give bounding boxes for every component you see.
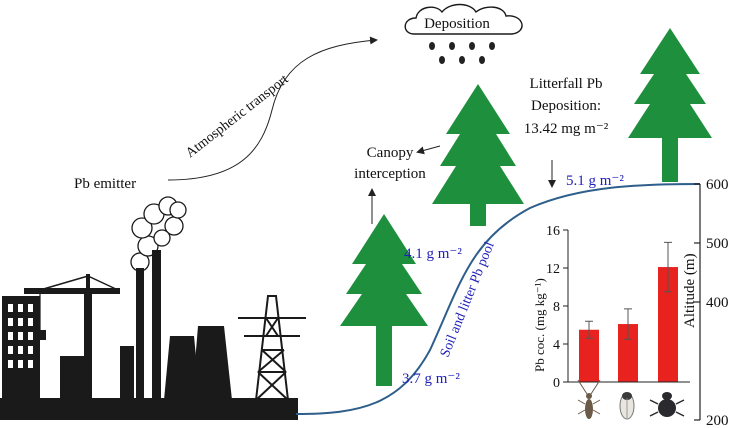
industrial-silhouette [0,196,306,420]
altitude-axis-label: Altitude (m) [682,253,698,328]
deposition-label: Deposition [424,16,490,32]
litterfall-line1: Litterfall Pb [530,76,603,92]
transmission-tower-icon [238,295,306,401]
deposition-cloud: Deposition [404,3,523,35]
dung-beetle-icon [649,392,685,417]
tree-icon [628,28,712,182]
canopy-label-line2: interception [354,166,426,182]
rain-drops [429,42,495,64]
canopy-label-line1: Canopy [367,145,414,161]
bar-chart-ylabel: Pb coc. (mg kg⁻¹) [532,278,547,372]
bar-chart-ytick-label: 16 [546,224,560,239]
bar-3 [658,267,678,382]
cicada-icon [619,392,635,420]
tree-icon [340,214,428,386]
longhorn-beetle-icon [577,379,601,419]
bar-chart-bars [579,241,678,382]
tree-icon [432,84,524,226]
bar-chart-yaxis: 0 4 8 12 16 [546,224,569,391]
atmospheric-transport-label: Atmospheric transport [183,72,291,161]
bar-chart-ytick-label: 4 [553,338,560,353]
pb-emitter-label: Pb emitter [74,176,136,192]
error-bar-1 [585,320,593,339]
bar-2 [618,324,638,382]
altitude-curve [295,183,701,415]
litterfall-line2: Deposition: [531,98,601,114]
pb-bar-chart: Pb coc. (mg kg⁻¹) 0 4 8 12 16 [532,224,690,391]
error-bar-3 [664,241,672,293]
value-mid: 4.1 g m⁻² [404,246,462,262]
altitude-tick-600: 600 [706,177,729,193]
smoke-icon [130,196,187,272]
value-high: 5.1 g m⁻² [566,173,624,189]
bar-1 [579,329,599,382]
bar-chart-ytick-label: 0 [553,376,560,391]
altitude-tick-200: 200 [706,413,729,428]
altitude-tick-400: 400 [706,295,729,311]
altitude-tick-500: 500 [706,236,729,252]
litterfall-line3: 13.42 mg m⁻² [524,121,609,137]
canopy-side-arrow [416,145,441,155]
atmospheric-transport-arrow [167,36,378,181]
bar-chart-ytick-label: 8 [553,300,560,315]
value-low: 3.7 g m⁻² [402,371,460,387]
error-bar-2 [624,308,632,340]
bar-chart-ytick-label: 12 [546,262,560,277]
altitude-axis: 600 500 400 200 Altitude (m) [682,177,729,428]
